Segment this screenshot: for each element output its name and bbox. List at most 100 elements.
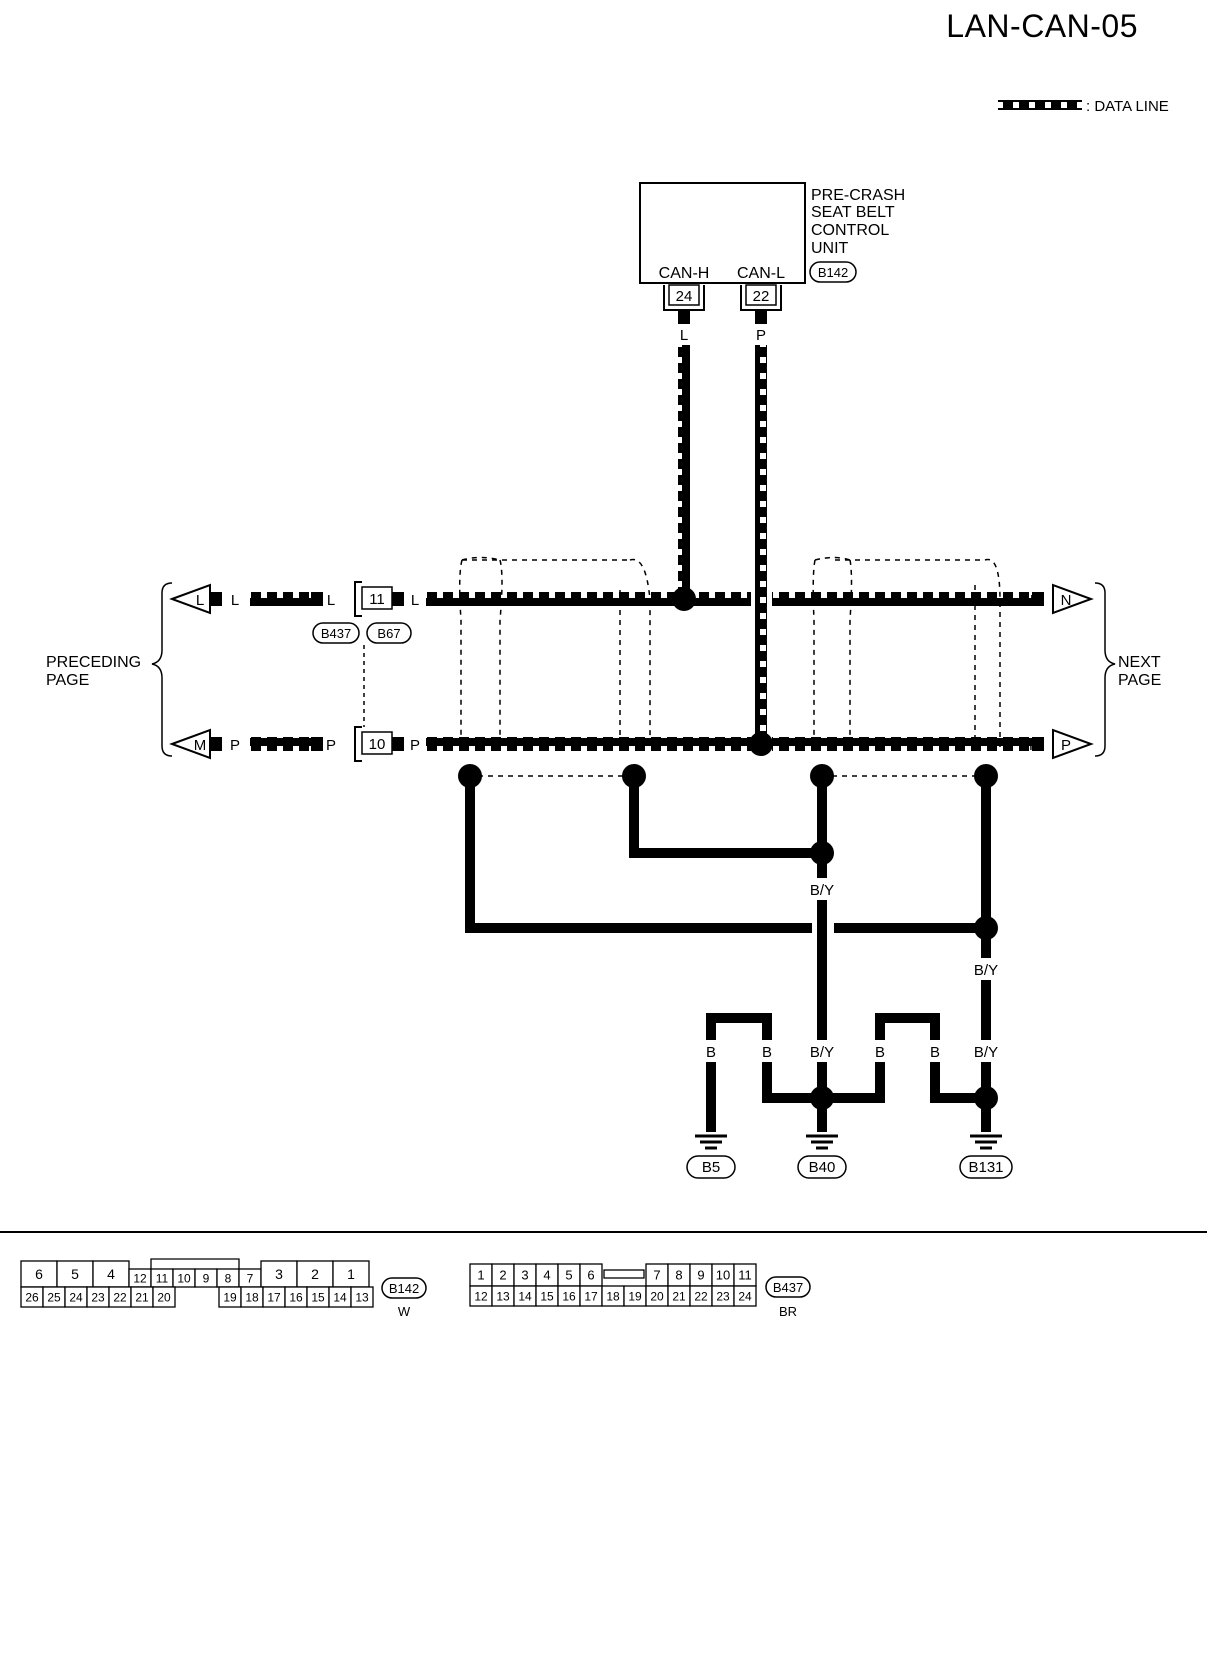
connector-pin-number: 14 [333,1290,347,1304]
connector-pin-number: 22 [694,1289,708,1303]
shield-drain-dot [974,764,998,788]
joint-connector-id: B437 [321,626,351,641]
preceding-arrow-l-code: L [196,592,204,609]
connector-pin-number: 11 [156,1271,169,1285]
pin-number-can-l: 22 [753,288,770,305]
connector-id: B142 [389,1281,419,1296]
preceding-arrow-m-code: M [194,737,207,754]
connector-pin-number: 15 [311,1290,325,1304]
connector-pin-number: 21 [135,1290,149,1304]
drain-wire-labels: B/Y B/Y B/Y B/Y B B B B [700,878,1008,1062]
ground-id: B131 [968,1159,1003,1176]
drain-wires [465,782,991,1103]
connector-pin-number: 12 [474,1289,488,1303]
connector-pin-number: 15 [540,1289,554,1303]
connector-pin-number: 21 [672,1289,686,1303]
legend: : DATA LINE [998,98,1169,115]
connector-lock [603,1269,645,1279]
control-unit-name-line: SEAT BELT [811,204,895,221]
connector-pin-number: 18 [606,1289,620,1303]
connector-pin-number: 25 [47,1290,61,1304]
control-unit-name-line: UNIT [811,240,849,257]
preceding-page-label: PRECEDING [46,654,141,671]
next-arrow-p-code: P [1061,737,1071,754]
connector-pin-number: 4 [543,1268,550,1283]
joint-connector-badge-b437 [312,622,360,644]
connector-pin-number: 6 [35,1266,43,1282]
control-unit-box [639,182,806,284]
wire-color-by: B/Y [974,962,998,979]
wire-color-b: B [706,1044,716,1061]
connector-pin-number: 16 [562,1289,576,1303]
joint-p-wire-out: P [410,737,420,754]
connector-id: B437 [773,1280,803,1295]
connector-pin-cell [296,1260,334,1288]
connector-pin-cell [332,1260,370,1288]
legend-label: : DATA LINE [1086,98,1169,115]
can-h-bus [250,592,1032,606]
connector-pin-number: 3 [275,1266,283,1282]
next-arrow-p[interactable] [1052,728,1094,760]
connector-pin-number: 9 [697,1268,704,1283]
can-l-bus [250,737,1032,751]
connector-pin-number: 26 [25,1290,39,1304]
control-unit-name-line: PRE-CRASH [811,187,905,204]
splice-can-l [749,732,773,756]
twisted-pair-shields [458,556,1001,777]
joint-pin-11-label: 11 [369,591,385,608]
connector-pin-number: 3 [521,1268,528,1283]
next-p-wire-color: P [1029,737,1039,754]
next-page-label: PAGE [1118,672,1161,689]
connector-color: BR [779,1304,797,1319]
splice-can-h [672,587,696,611]
connector-pin-number: 1 [477,1268,484,1283]
can-h-riser: L [678,310,690,595]
connector-pin-number: 10 [716,1268,730,1283]
pin-number-can-h: 24 [676,288,693,305]
connector-pin-number: 23 [716,1289,730,1303]
can-h-signal-label: CAN-H [659,265,710,282]
preceding-arrow-l[interactable] [169,583,211,615]
connector-pin-number: 8 [675,1268,682,1283]
connector-pin-number: 24 [69,1290,83,1304]
next-page-label: NEXT [1118,654,1161,671]
connector-pin-cell [20,1260,58,1288]
next-page-group: L N P P NEXT PAGE [1029,582,1161,760]
ground-id: B40 [809,1159,836,1176]
connector-color: W [398,1304,411,1319]
preceding-page-group: PRECEDING PAGE L L M P [46,582,240,760]
connector-pin-cell [350,1286,374,1308]
connector-view-b437-label: B437 BR [765,1276,811,1319]
connector-pin-number: 19 [223,1290,237,1304]
connector-pin-number: 6 [587,1268,594,1283]
control-unit-name-line: CONTROL [811,222,889,239]
joint-connector-id: B67 [377,626,400,641]
can-l-wire-color: P [756,327,766,344]
connector-pin-cell [56,1260,94,1288]
connector-pin-number: 20 [157,1290,171,1304]
ground-id: B5 [702,1159,720,1176]
connector-pin-number: 17 [267,1290,281,1304]
page-code: LAN-CAN-05 [946,8,1138,44]
wire-color-by: B/Y [810,1044,834,1061]
control-unit: PRE-CRASH SEAT BELT CONTROL UNIT B142 CA… [639,182,905,311]
connector-pin-number: 13 [355,1290,369,1304]
preceding-page-label: PAGE [46,672,89,689]
wire-color-b: B [930,1044,940,1061]
can-h-wire-color: L [680,327,688,344]
next-arrow-n[interactable] [1052,583,1094,615]
connector-pin-number: 13 [496,1289,510,1303]
connector-pin-cell [152,1286,176,1308]
wire-color-by: B/Y [974,1044,998,1061]
wire-color-b: B [875,1044,885,1061]
joint-l-wire-out: L [411,592,419,609]
can-l-signal-label: CAN-L [737,265,785,282]
connector-pin-number: 14 [518,1289,532,1303]
control-unit-connector-id: B142 [818,265,848,280]
connector-pin-number: 20 [650,1289,664,1303]
joint-l-wire-in: L [327,592,335,609]
connector-pin-number: 11 [738,1268,752,1283]
ground-b40: B40 [797,1098,847,1179]
connector-pin-number: 18 [245,1290,259,1304]
